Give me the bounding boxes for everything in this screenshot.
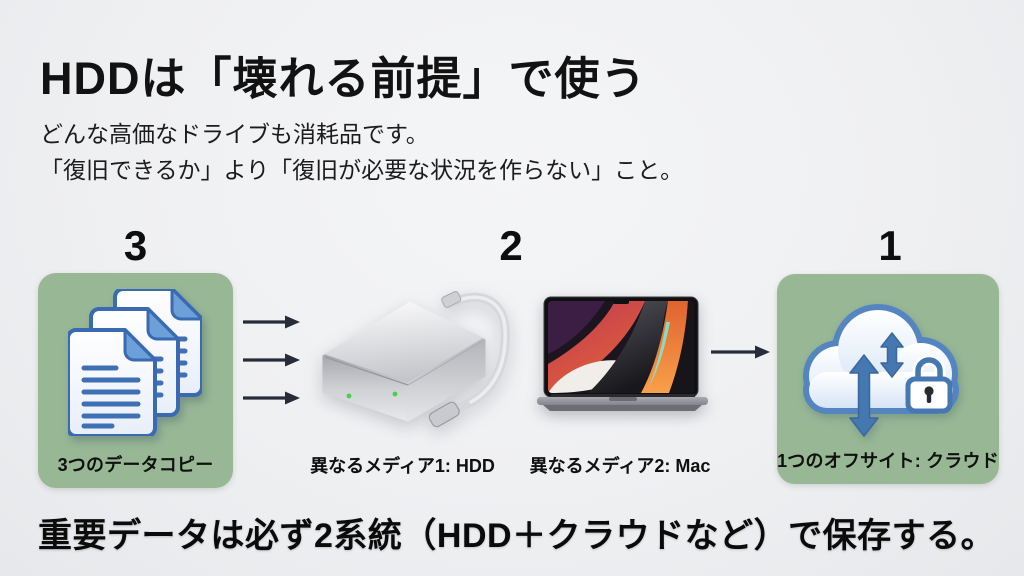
hdd-led <box>392 391 398 397</box>
stacked-documents-icon <box>68 289 202 436</box>
macbook-wallpaper <box>548 301 694 393</box>
subtitle-line-1: どんな高価なドライブも消耗品です。 <box>40 121 429 147</box>
mac-label: 異なるメディア2: Mac <box>529 456 711 476</box>
offsite-panel-label: 1つのオフサイト: クラウド <box>777 451 999 471</box>
step-number-offsite: 1 <box>878 222 902 269</box>
usb-connector <box>428 401 460 428</box>
flow-arrow-icon <box>243 315 300 329</box>
offsite-panel: 1つのオフサイト: クラウド <box>777 274 999 484</box>
step-number-media: 2 <box>499 222 523 269</box>
macbook-icon <box>537 296 708 411</box>
conclusion-text: 重要データは必ず2系統（HDD＋クラウドなど）で保存する。 <box>38 517 996 555</box>
macbook-notch <box>613 298 629 304</box>
external-hdd-icon <box>322 291 510 428</box>
flow-arrow-icon <box>243 353 300 367</box>
lock-icon <box>905 354 953 414</box>
copies-panel: 3つのデータコピー <box>38 273 233 488</box>
flow-arrow-icon <box>243 391 300 405</box>
slide-title: HDDは「壊れる前提」で使う <box>40 53 647 104</box>
cloud-sync-lock-icon <box>803 304 959 437</box>
sync-arrows-icon <box>849 332 904 437</box>
slide-subtitle: どんな高価なドライブも消耗品です。 「復旧できるか」より「復旧が必要な状況を作ら… <box>40 116 683 188</box>
flow-arrow-icon <box>711 345 770 359</box>
step-number-copies: 3 <box>123 222 148 269</box>
copies-panel-label: 3つのデータコピー <box>57 455 214 475</box>
subtitle-line-2: 「復旧できるか」より「復旧が必要な状況を作らない」こと。 <box>40 157 684 183</box>
hdd-led <box>346 393 352 399</box>
hdd-label: 異なるメディア1: HDD <box>310 456 495 476</box>
